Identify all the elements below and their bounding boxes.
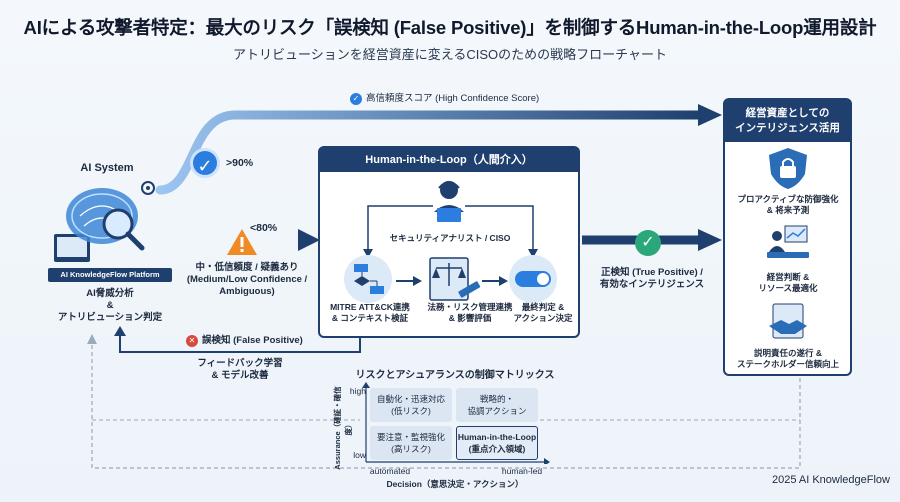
matrix-cell4-line2: (重点介入領域) xyxy=(468,444,526,454)
medium-label-line1: 中・低信頼度 / 疑義あり xyxy=(195,262,299,273)
ai-platform-badge: AI KnowledgeFlow Platform xyxy=(48,268,172,282)
hitl-title: Human-in-the-Loop（人間介入） xyxy=(320,148,578,172)
matrix-cell3-line2: (高リスク) xyxy=(391,444,431,454)
true-positive-check-icon: ✓ xyxy=(635,230,661,256)
intelligence-item3-line2: ステークホルダー信頼向上 xyxy=(736,359,839,369)
medium-label-line2: (Medium/Low Confidence / xyxy=(186,274,308,285)
handshake-icon xyxy=(769,303,807,339)
hitl-panel: Human-in-the-Loop（人間介入） xyxy=(318,146,580,338)
true-positive-arrowhead xyxy=(698,229,722,251)
hitl-step1-line1: MITRE ATT&CK連携 xyxy=(330,302,410,312)
matrix-cell1-line1: 自動化・迅速対応 xyxy=(376,394,445,404)
intelligence-panel-header: 経営資産としての インテリジェンス活用 xyxy=(725,100,850,142)
outer-dashed-loop xyxy=(91,338,801,469)
intelligence-item3-line1: 説明責任の遂行 & xyxy=(753,348,822,358)
matrix-x-right: human-led xyxy=(501,466,543,476)
matrix-y-high: high xyxy=(349,386,366,396)
matrix-x-axis-label: Decision（意思決定・アクション） xyxy=(386,479,524,489)
matrix-cell3-line1: 要注意・監視強化 xyxy=(376,432,445,442)
high-confidence-label: 高信頼度スコア (High Confidence Score) xyxy=(366,93,540,104)
feedback-line2: & モデル改善 xyxy=(211,370,269,381)
matrix-cell-automated-low: 要注意・監視強化 (高リスク) xyxy=(370,426,452,460)
matrix-y-low: low xyxy=(353,450,366,460)
outer-dashed-arrowhead xyxy=(87,334,97,344)
ai-brain-icon xyxy=(54,181,155,262)
page-title: AIによる攻撃者特定：最大のリスク「誤検知 (False Positive)」を… xyxy=(23,17,877,38)
matrix-cell2-line1: 戦略的・ xyxy=(479,394,514,404)
medium-threshold: <80% xyxy=(250,222,278,234)
intelligence-item2-line2: リソース最適化 xyxy=(758,283,818,293)
ai-caption-line3: アトリビューション判定 xyxy=(57,312,163,323)
matrix-title: リスクとアシュアランスの制御マトリックス xyxy=(355,370,555,381)
hitl-analyst-label: セキュリティアナリスト / CISO xyxy=(389,233,511,243)
hitl-step2-line1: 法務・リスク管理連携 xyxy=(427,302,513,312)
matrix-axes xyxy=(362,382,550,464)
false-positive-label: 誤検知 (False Positive) xyxy=(202,335,303,346)
matrix-cell1-line2: (低リスク) xyxy=(391,406,431,416)
hitl-step1-line2: & コンテキスト検証 xyxy=(331,313,409,323)
true-positive-line2: 有効なインテリジェンス xyxy=(599,279,705,290)
matrix-x-left: automated xyxy=(369,466,411,476)
high-threshold: >90% xyxy=(226,157,254,169)
intelligence-title-line2: インテリジェンス活用 xyxy=(735,122,840,134)
matrix-cell4-line1: Human-in-the-Loop xyxy=(457,432,537,442)
hitl-inner-diagram xyxy=(344,181,557,303)
high-confidence-arrowhead xyxy=(698,104,722,126)
high-confidence-badge-icon: ✓ xyxy=(190,148,220,178)
meeting-icon xyxy=(767,225,809,258)
false-positive-arrowhead xyxy=(114,326,126,336)
page-subtitle: アトリビューションを経営資産に変えるCISOのための戦略フローチャート xyxy=(232,47,667,62)
matrix-cell-automated-high: 自動化・迅速対応 (低リスク) xyxy=(370,388,452,422)
intelligence-item2-line1: 経営判断 & xyxy=(766,272,810,282)
warning-icon xyxy=(227,229,257,255)
intelligence-title-line1: 経営資産としての xyxy=(745,107,830,119)
intelligence-item1-line2: & 将来予測 xyxy=(766,205,810,215)
false-positive-loop xyxy=(119,334,361,353)
shield-lock-icon xyxy=(769,148,807,189)
high-confidence-arrow xyxy=(155,110,705,195)
medium-label-line3: Ambiguous) xyxy=(219,286,275,297)
feedback-line1: フィードバック学習 xyxy=(197,358,283,369)
footer-copyright: 2025 AI KnowledgeFlow xyxy=(771,474,890,486)
hitl-step2-line2: & 影響評価 xyxy=(448,313,492,323)
matrix-cell2-line2: 協調アクション xyxy=(467,406,527,416)
hitl-step3-line2: アクション決定 xyxy=(513,313,573,323)
high-confidence-check-icon: ✓ xyxy=(350,93,362,105)
false-positive-x-icon: ✕ xyxy=(186,335,198,347)
ai-caption-line1: AI脅威分析 xyxy=(86,288,134,299)
true-positive-line1: 正検知 (True Positive) / xyxy=(601,267,703,278)
matrix-cell-human-high: 戦略的・ 協調アクション xyxy=(456,388,538,422)
hitl-step3-line1: 最終判定 & xyxy=(521,302,565,312)
intelligence-item1-line1: プロアクティブな防御強化 xyxy=(737,194,839,204)
ai-caption-line2: & xyxy=(106,300,114,311)
medium-confidence-arrowhead xyxy=(298,229,320,251)
ai-system-label: AI System xyxy=(80,162,134,174)
matrix-cell-human-low: Human-in-the-Loop (重点介入領域) xyxy=(456,426,538,460)
